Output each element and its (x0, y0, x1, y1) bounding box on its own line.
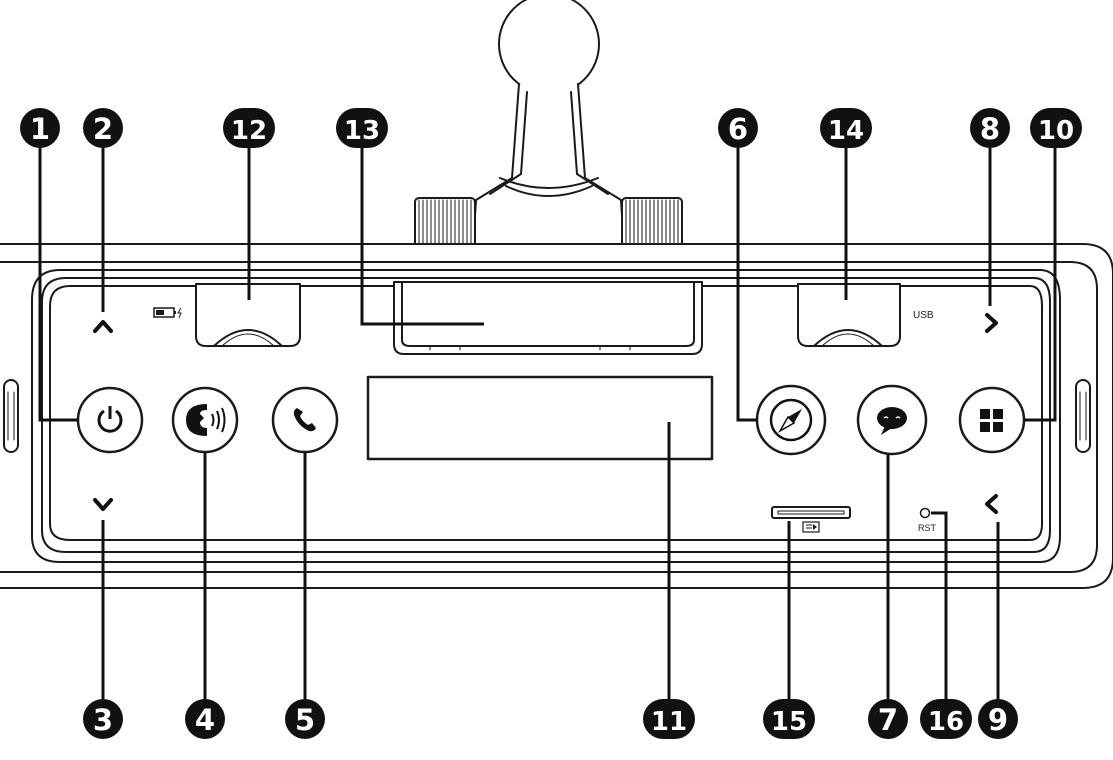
callout-4: 4 (185, 699, 225, 739)
callout-2: 2 (83, 108, 123, 148)
svg-text:8: 8 (980, 112, 1000, 146)
chevron-right-icon[interactable] (985, 313, 998, 333)
callout-7: 7 (868, 699, 908, 739)
callout-16: 16 (920, 699, 972, 739)
svg-text:15: 15 (771, 707, 807, 737)
memory-card-icon (802, 521, 820, 533)
chevron-up-icon[interactable] (93, 320, 113, 333)
callout-12: 12 (223, 108, 275, 148)
svg-text:7: 7 (878, 703, 898, 737)
callout-5: 5 (285, 699, 325, 739)
callout-3: 3 (83, 699, 123, 739)
svg-text:14: 14 (828, 116, 864, 146)
svg-text:5: 5 (295, 703, 315, 737)
reset-label: RST (918, 523, 937, 533)
display-screen (366, 375, 714, 461)
callout-1: 1 (20, 108, 60, 148)
callout-15: 15 (763, 699, 815, 739)
svg-text:13: 13 (344, 116, 380, 146)
message-button[interactable] (856, 384, 928, 456)
reset-pinhole[interactable] (919, 507, 931, 519)
phone-button[interactable] (271, 386, 339, 454)
svg-text:2: 2 (93, 112, 113, 146)
svg-text:16: 16 (928, 707, 964, 737)
mount-clamp (393, 281, 703, 355)
compass-icon (769, 398, 813, 442)
message-icon (877, 407, 907, 435)
memory-card-slot[interactable] (771, 506, 851, 519)
mount-ball-arm (471, 0, 626, 263)
callout-11: 11 (643, 699, 695, 739)
power-icon (97, 409, 123, 433)
svg-text:6: 6 (728, 112, 748, 146)
callout-14: 14 (820, 108, 872, 148)
usb-label: USB (913, 310, 934, 321)
battery-charging-icon (153, 307, 182, 319)
chevron-left-icon[interactable] (985, 494, 998, 514)
callout-10: 10 (1030, 108, 1082, 148)
chevron-down-icon[interactable] (93, 498, 113, 511)
power-button[interactable] (76, 386, 144, 454)
svg-text:10: 10 (1038, 116, 1074, 146)
voice-button[interactable] (171, 386, 239, 454)
svg-text:1: 1 (30, 112, 50, 146)
apps-grid-icon (980, 409, 1003, 432)
navigation-button[interactable] (755, 384, 827, 456)
battery-slot (195, 283, 301, 347)
svg-text:3: 3 (93, 703, 113, 737)
svg-text:12: 12 (231, 116, 267, 146)
svg-text:4: 4 (195, 703, 215, 737)
callout-6: 6 (718, 108, 758, 148)
callout-9: 9 (978, 699, 1018, 739)
voice-assistant-icon (186, 404, 226, 436)
usb-slot (797, 283, 901, 347)
apps-button[interactable] (958, 386, 1026, 454)
callout-8: 8 (970, 108, 1010, 148)
svg-text:11: 11 (651, 707, 687, 737)
callout-13: 13 (336, 108, 388, 148)
leader-lines (38, 144, 1057, 700)
phone-icon (293, 408, 316, 432)
svg-text:9: 9 (988, 703, 1008, 737)
callout-markers: 1 2 3 4 5 6 7 8 (20, 108, 1082, 739)
